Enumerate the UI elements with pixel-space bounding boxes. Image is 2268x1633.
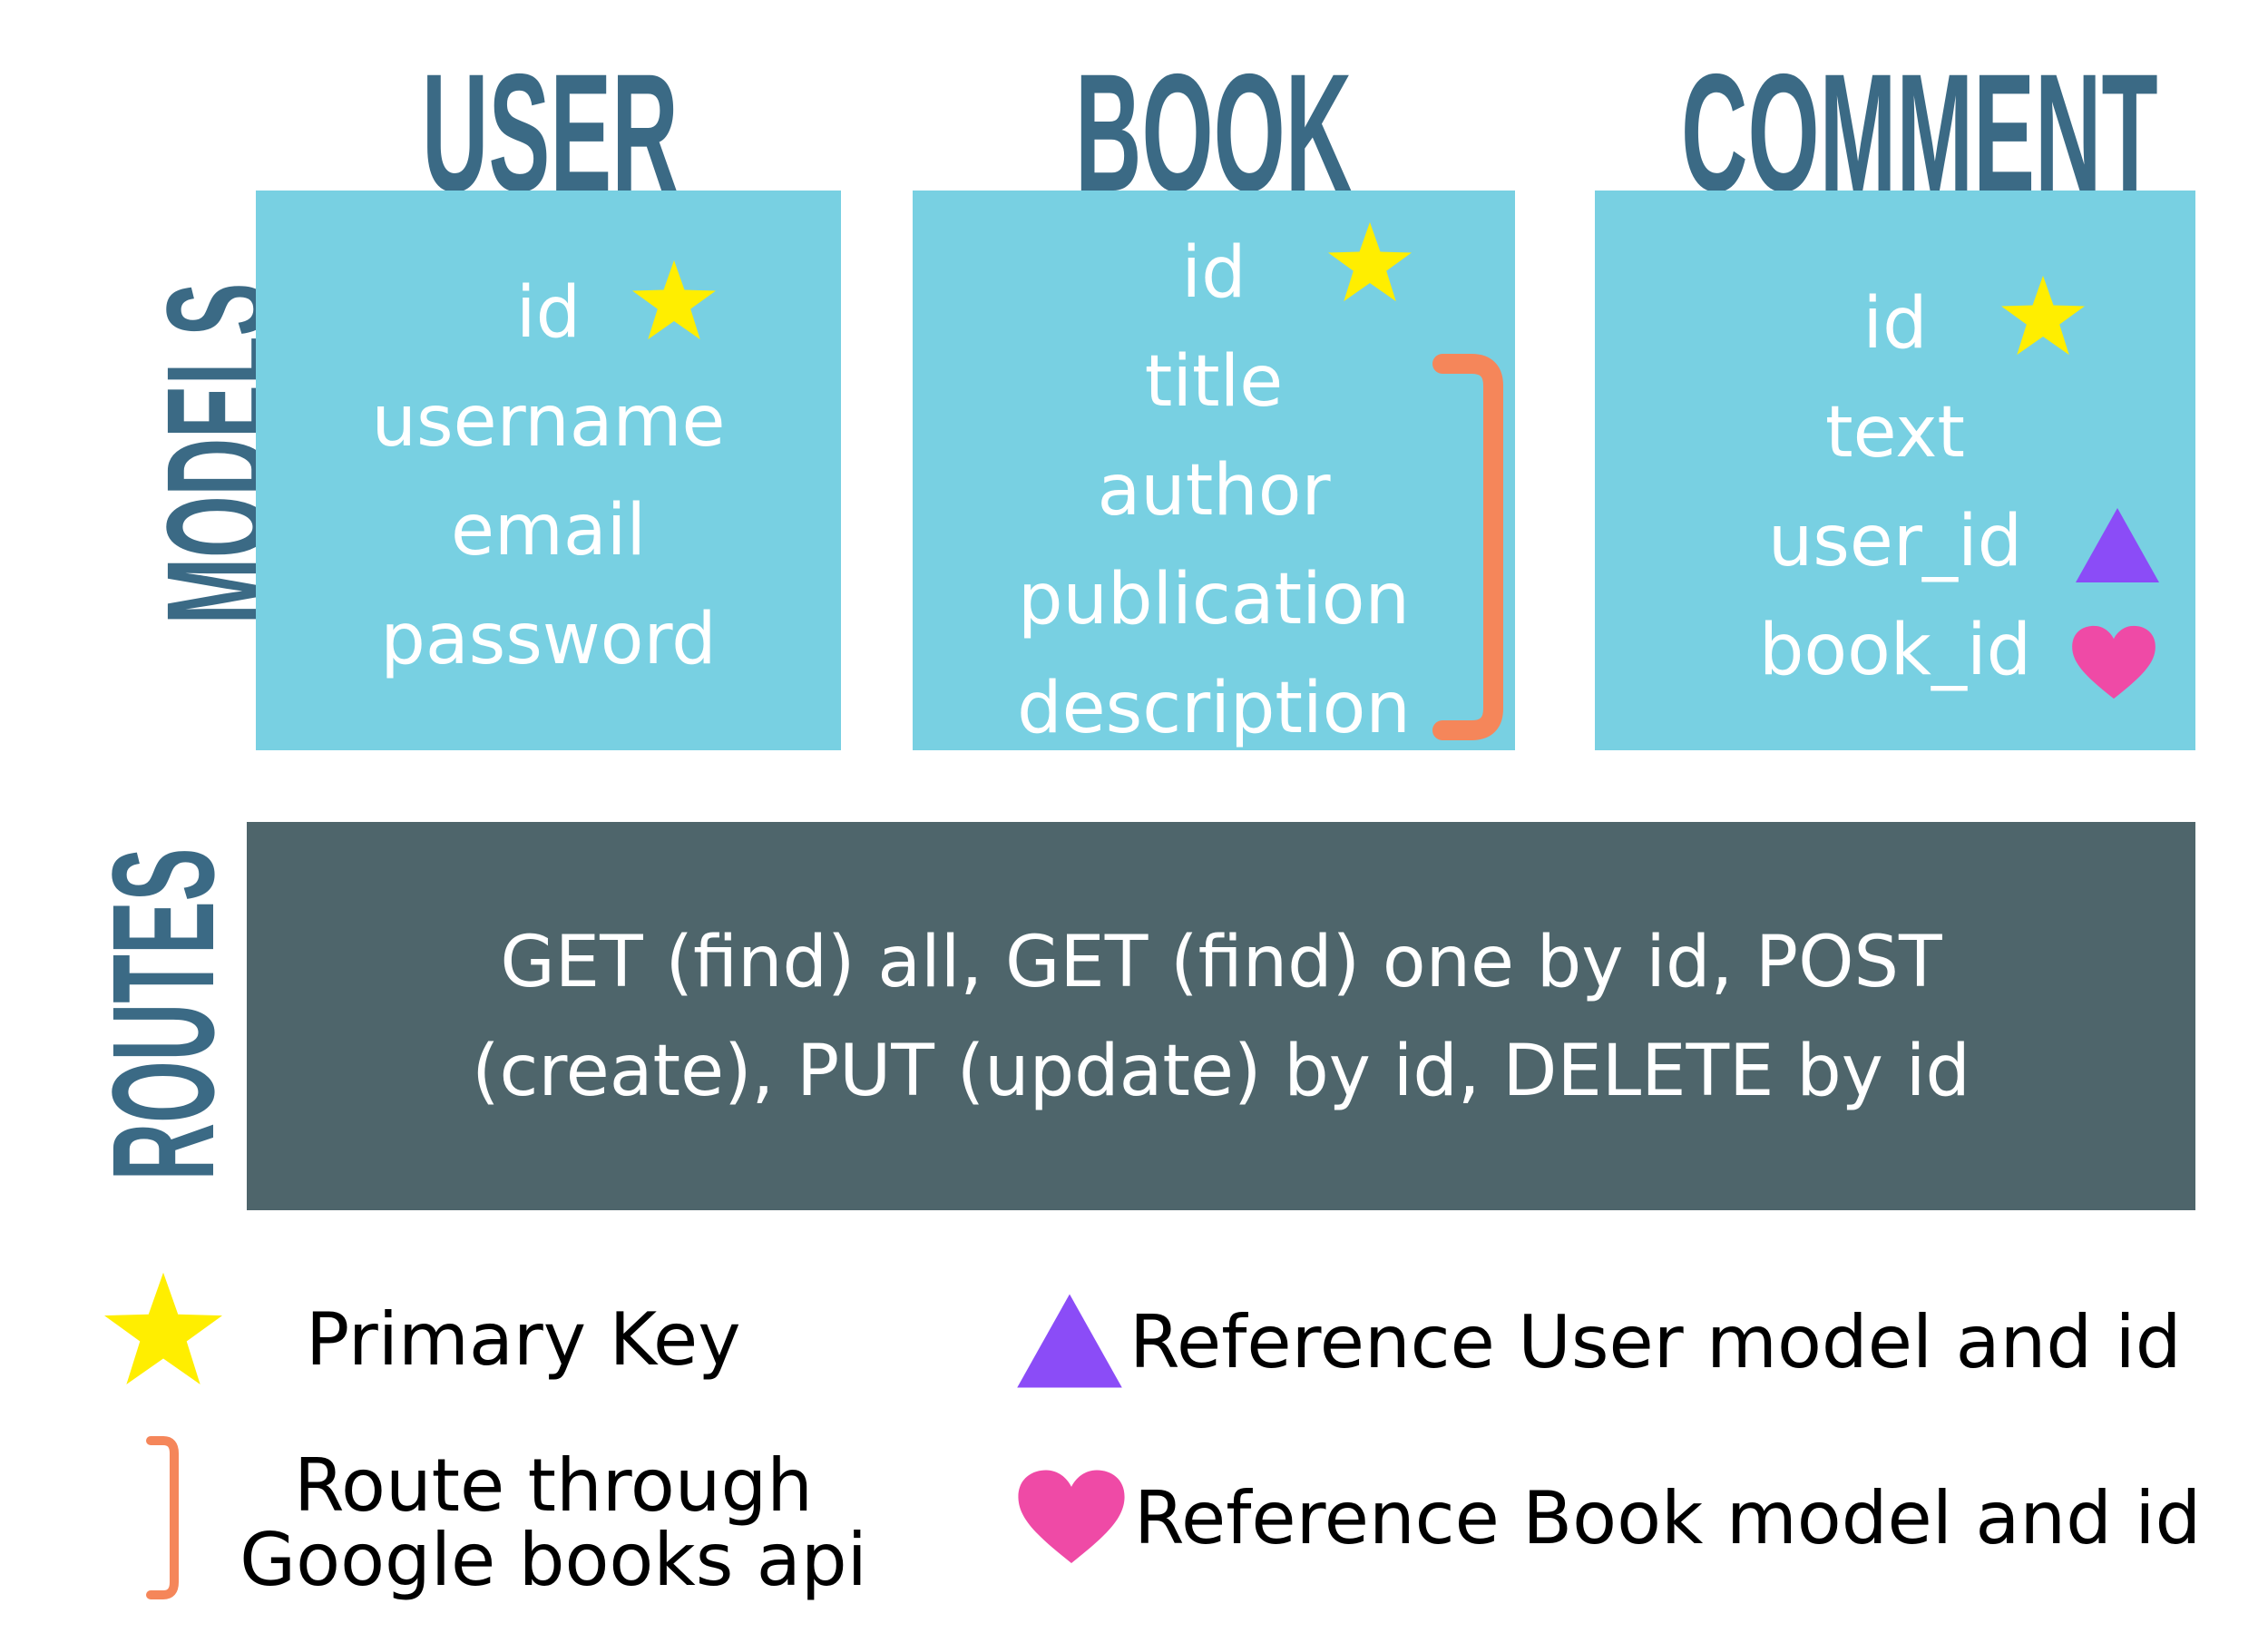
legend-reference-book: Reference Book model and id (1134, 1476, 2202, 1560)
book-field-title: title (1144, 341, 1284, 423)
triangle-icon (2076, 508, 2159, 582)
book-model-box: id title author publication description (913, 191, 1515, 750)
comment-field-id: id (1862, 283, 1928, 365)
user-field-password: password (380, 599, 717, 680)
routes-box: GET (find) all, GET (find) one by id, PO… (247, 822, 2195, 1210)
user-model-box: id username email password (256, 191, 841, 750)
star-icon (2001, 275, 2085, 356)
legend-reference-user: Reference User model and id (1129, 1300, 2182, 1384)
star-icon (104, 1272, 222, 1384)
user-title: USER (422, 40, 679, 227)
star-icon (632, 259, 716, 340)
user-field-username: username (371, 381, 726, 463)
bracket-icon (146, 1436, 179, 1599)
book-field-publication: publication (1018, 559, 1410, 640)
triangle-icon (1017, 1294, 1122, 1388)
routes-label: ROUTES (82, 847, 244, 1181)
user-field-id: id (515, 272, 582, 354)
star-icon (1328, 221, 1412, 302)
heart-icon (2072, 625, 2156, 699)
comment-field-book-id: book_id (1758, 610, 2032, 691)
book-title: BOOK (1075, 40, 1353, 227)
legend-google-route-line-1: Route through (294, 1443, 813, 1528)
comment-title: COMMENT (1681, 40, 2158, 227)
book-field-id: id (1181, 232, 1246, 314)
comment-field-text: text (1825, 392, 1965, 474)
routes-line-2: (create), PUT (update) by id, DELETE by … (472, 1031, 1970, 1112)
user-field-email: email (450, 490, 647, 572)
legend-primary-key: Primary Key (306, 1297, 741, 1382)
comment-field-user-id: user_id (1767, 501, 2023, 582)
bracket-icon (1432, 354, 1503, 740)
legend-google-route: Route through Google books api (227, 1449, 880, 1597)
legend-google-route-line-2: Google books api (240, 1517, 867, 1602)
routes-line-1: GET (find) all, GET (find) one by id, PO… (500, 922, 1942, 1003)
comment-model-box: id text user_id book_id (1595, 191, 2195, 750)
book-field-author: author (1097, 450, 1331, 532)
heart-icon (1018, 1470, 1125, 1564)
book-field-description: description (1017, 668, 1411, 749)
